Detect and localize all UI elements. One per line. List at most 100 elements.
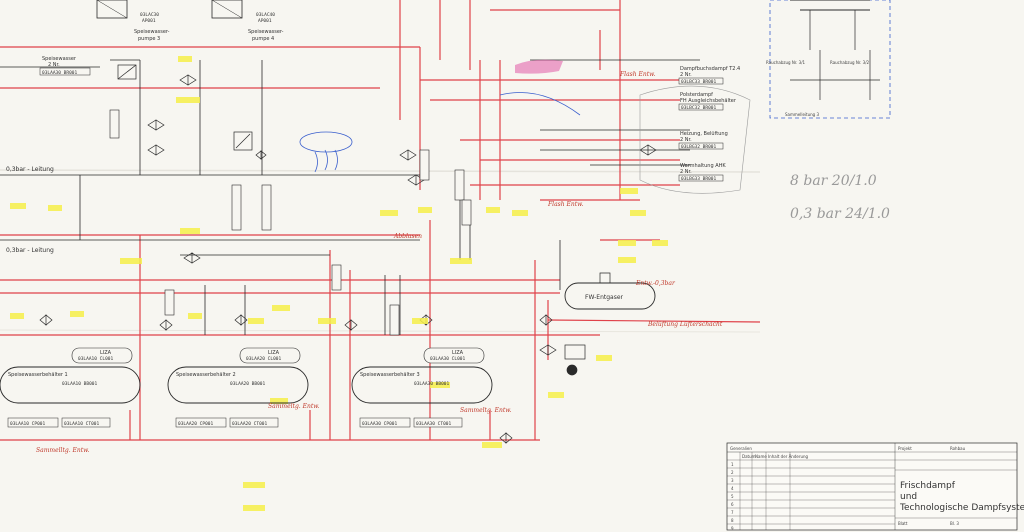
tank-tag: 03LAA20 BB001 (230, 381, 266, 387)
red-note: Flash Entw. (547, 201, 584, 208)
valve-icon[interactable] (183, 252, 201, 264)
valve-icon[interactable] (147, 144, 165, 156)
substation-right-title: Rauchabzug Nr. 3/2 (830, 60, 870, 65)
red-note: Belüftung Lüfterschacht (647, 321, 723, 328)
temperature-tag: 03LAA20 CT001 (232, 421, 268, 427)
valve-icon[interactable] (39, 314, 53, 326)
pressure-tag: 03LAA10 CP001 (10, 421, 46, 427)
tank-tag: 03LAA30 BB001 (414, 381, 450, 387)
level-indicator-box[interactable] (71, 347, 133, 364)
valve-icon[interactable] (399, 149, 417, 161)
valve-symbols (39, 64, 657, 444)
legend-label: Dampfbuchsdampf T2.4 (680, 66, 740, 72)
pump-4-tag: 03LAC40 (256, 12, 275, 18)
pump-3-tag2: AP001 (142, 18, 156, 24)
legend-label: Heizung, Belüftung (680, 131, 728, 137)
red-notes: Sammelltg. Entw. Sammeltg. Entw. Sammelt… (36, 71, 723, 454)
sheet-label: Blatt (898, 521, 908, 526)
magenta-mark (515, 59, 563, 74)
valve-icon[interactable] (639, 144, 657, 156)
degasser[interactable]: FW-Entgaser (564, 272, 656, 310)
pump-4-box[interactable] (211, 0, 243, 19)
valve-icon[interactable] (179, 74, 197, 86)
red-note: Sammelltg. Entw. (36, 447, 90, 454)
revision-row-number: 8 (731, 518, 734, 523)
revision-row-number: 9 (731, 526, 734, 531)
pump-4-label-1: Speisewasser- (248, 29, 284, 35)
red-note: Entw.-0,3bar (635, 280, 676, 287)
pump-3-tag: 03LAC30 (140, 12, 159, 18)
drawing-title-3: Technologische Dampfsysteme (899, 503, 1024, 513)
level-indicator-box[interactable] (239, 347, 301, 364)
degasser-label: FW-Entgaser (585, 294, 624, 301)
level-indicator-tag: 03LAA10 CL001 (78, 356, 114, 362)
valve-icon[interactable] (159, 319, 173, 331)
valve-icon[interactable] (499, 432, 513, 444)
revision-row-number: 2 (731, 470, 734, 475)
paper-fold (0, 329, 761, 333)
level-indicator-type: LIZA (452, 350, 464, 356)
bar03-top-label: 0,3bar - Leitung (6, 166, 54, 173)
substation-left-title: Rauchabzug Nr. 3/1 (766, 60, 806, 65)
pump-4-group: 03LAC40 AP001 Speisewasser- pumpe 4 (211, 0, 284, 42)
revisions-header: Generalien (730, 446, 752, 451)
instrument-box[interactable] (564, 344, 586, 360)
pump-3-label-2: pumpe 3 (138, 36, 160, 42)
valve-icon[interactable] (255, 150, 267, 160)
level-indicator-type: LIZA (268, 350, 280, 356)
substation: Rauchabzug Nr. 3/1 Rauchabzug Nr. 3/2 Sa… (766, 0, 891, 119)
speisewasser-tag-box (39, 67, 91, 76)
legend-sub: 2 Nr. (680, 169, 692, 175)
instrument-box[interactable] (233, 131, 253, 151)
level-indicator-tag: 03LAA20 CL001 (246, 356, 282, 362)
blue-annotation (299, 92, 581, 173)
pressure-tag: 03LAA20 CP001 (178, 421, 214, 427)
valve-icon[interactable] (539, 314, 553, 326)
tank-label: Speisewasserbehälter 1 (8, 372, 68, 378)
valve-icon[interactable] (147, 119, 165, 131)
red-note: Flash Entw. (619, 71, 656, 78)
control-box[interactable] (117, 64, 137, 80)
tank-label: Speisewasserbehälter 2 (176, 372, 236, 378)
pencil-note: 0,3 bar 24/1.0 (790, 206, 890, 222)
legend-sub: 2 Nr. (680, 72, 692, 78)
blackline-process (0, 59, 700, 335)
sheet-value: Bl. 3 (950, 521, 959, 526)
level-indicator-type: LIZA (100, 350, 112, 356)
revision-row-number: 5 (731, 494, 734, 499)
speisewasser-pressure: 2 Nr. (48, 62, 60, 68)
red-note: Sammeltg. Entw. (460, 407, 512, 414)
legend-sub: FH Ausgleichsbehälter (680, 98, 737, 104)
drawing-title-2: und (900, 492, 917, 502)
red-note: Abblasen (393, 233, 422, 240)
tag-columns (109, 109, 472, 336)
legend-sub: 2 Nr. (680, 137, 692, 143)
yellow-highlights (10, 56, 668, 511)
paper-fold (0, 169, 761, 173)
project-value: Rohbau (950, 446, 966, 451)
valve-icon[interactable] (344, 319, 358, 331)
col-name: Name (755, 454, 767, 459)
substation-bottom: Sammelleitung 3 (785, 112, 819, 117)
pump-3-label-1: Speisewasser- (134, 29, 170, 35)
bar03-mid-label: 0,3bar - Leitung (6, 247, 54, 254)
legend-label: Polsterdampf (680, 92, 713, 98)
legend-tag: 03LBC33 BR001 (681, 79, 717, 85)
pump-3-box[interactable] (96, 0, 128, 19)
temperature-tag: 03LAA30 CT001 (416, 421, 452, 427)
valve-icon[interactable] (234, 314, 248, 326)
valve-icon[interactable] (539, 344, 557, 356)
level-indicator-box[interactable] (423, 347, 485, 364)
revision-row-number: 4 (731, 486, 734, 491)
pencil-outline (639, 85, 751, 194)
pump-4-tag2: AP001 (258, 18, 272, 24)
legend-entry: Dampfbuchsdampf T2.42 Nr.03LBC33 BR001 (678, 66, 740, 85)
level-indicator-tag: 03LAA30 CL001 (430, 356, 466, 362)
